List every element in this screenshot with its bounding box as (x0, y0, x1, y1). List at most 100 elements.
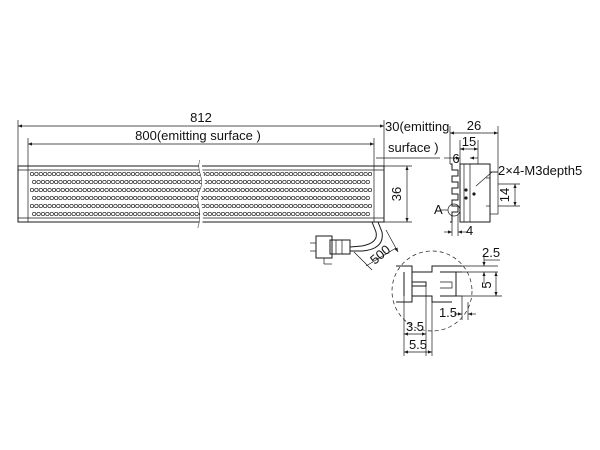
led-dot (321, 179, 326, 185)
led-dot (172, 179, 177, 185)
led-dot (324, 187, 329, 193)
led-dot (207, 179, 212, 185)
led-dot (29, 171, 35, 177)
led-dot (343, 195, 348, 201)
dim-15-label: 15 (462, 134, 476, 149)
led-dot (47, 187, 52, 193)
led-dot (242, 211, 247, 217)
dim-5-5-label: 5.5 (409, 337, 427, 352)
led-dot (299, 195, 305, 201)
led-dot (207, 195, 212, 201)
led-dot (146, 179, 151, 185)
dim-profile-inner: 15 (459, 134, 479, 164)
led-dot (135, 171, 140, 177)
led-dot (163, 179, 168, 185)
led-dot (87, 171, 92, 177)
led-dot (247, 179, 252, 185)
led-dot (251, 211, 256, 217)
led-dot (225, 211, 230, 217)
led-dot (345, 171, 351, 177)
led-dot (339, 211, 344, 217)
led-dot (49, 211, 54, 217)
led-dot (220, 211, 226, 217)
led-dot (38, 187, 43, 193)
led-dot (227, 203, 232, 209)
led-dot (71, 211, 76, 217)
led-dot (60, 203, 65, 209)
led-dot (135, 187, 140, 193)
dim-emitting-height-note: 30(emitting surface ) (376, 119, 449, 159)
led-dot (91, 187, 96, 193)
led-dot (238, 195, 243, 201)
led-dot (317, 211, 322, 217)
led-dot (225, 179, 230, 185)
led-dot (192, 203, 197, 209)
led-dot (242, 195, 247, 201)
led-dot (304, 179, 309, 185)
led-dot (141, 179, 146, 185)
dim-emitting-length: 800(emitting surface ) (27, 128, 375, 166)
led-dot (47, 203, 52, 209)
led-dot (67, 195, 72, 201)
led-dot (367, 171, 373, 177)
led-dot (155, 195, 160, 201)
led-dot (150, 211, 155, 217)
led-dot (108, 187, 114, 193)
led-dot (284, 171, 289, 177)
led-dot (335, 179, 340, 185)
led-dot (58, 211, 63, 217)
led-dot (80, 211, 85, 217)
led-dot (266, 203, 272, 209)
led-dot (62, 195, 67, 201)
led-dot (293, 187, 298, 193)
led-dot (251, 195, 256, 201)
led-dot (43, 171, 48, 177)
led-dot (58, 179, 63, 185)
led-dot (100, 171, 105, 177)
led-dot (87, 187, 92, 193)
led-dot (315, 171, 320, 177)
led-dot (161, 171, 166, 177)
led-dot (308, 211, 313, 217)
led-dot (119, 195, 125, 201)
led-dot (137, 195, 142, 201)
led-dot (212, 179, 217, 185)
dim-detail-5: 5 (456, 272, 502, 297)
led-dot (170, 171, 175, 177)
led-dot (348, 211, 353, 217)
led-dot (308, 179, 313, 185)
led-dot (310, 187, 315, 193)
led-dot (38, 203, 43, 209)
led-dot (174, 171, 179, 177)
led-dot (337, 171, 342, 177)
led-dot (306, 203, 311, 209)
led-dot (354, 171, 359, 177)
led-dot (258, 187, 263, 193)
led-dot (62, 179, 67, 185)
led-dot (282, 211, 287, 217)
led-dot (82, 187, 87, 193)
led-dot (245, 187, 250, 193)
led-dot (119, 179, 125, 185)
led-dot (324, 203, 329, 209)
led-dot (253, 203, 258, 209)
led-dot (170, 187, 175, 193)
led-dot (264, 195, 269, 201)
led-dot (194, 179, 199, 185)
led-dot (113, 203, 118, 209)
led-dot (78, 187, 83, 193)
led-dot (89, 211, 94, 217)
dim-6-label: 6 (452, 151, 459, 166)
led-dot (126, 203, 131, 209)
led-dot (102, 179, 107, 185)
led-dot (122, 171, 127, 177)
detail-a-label: A (434, 202, 443, 217)
led-dot (106, 179, 111, 185)
led-dot (223, 171, 228, 177)
led-dot (367, 203, 373, 209)
detail-a-callout: A (434, 202, 448, 217)
led-dot (80, 179, 85, 185)
led-dot (339, 195, 344, 201)
led-dot (181, 195, 186, 201)
thread-note-label: 2×4-M3depth5 (498, 163, 582, 178)
